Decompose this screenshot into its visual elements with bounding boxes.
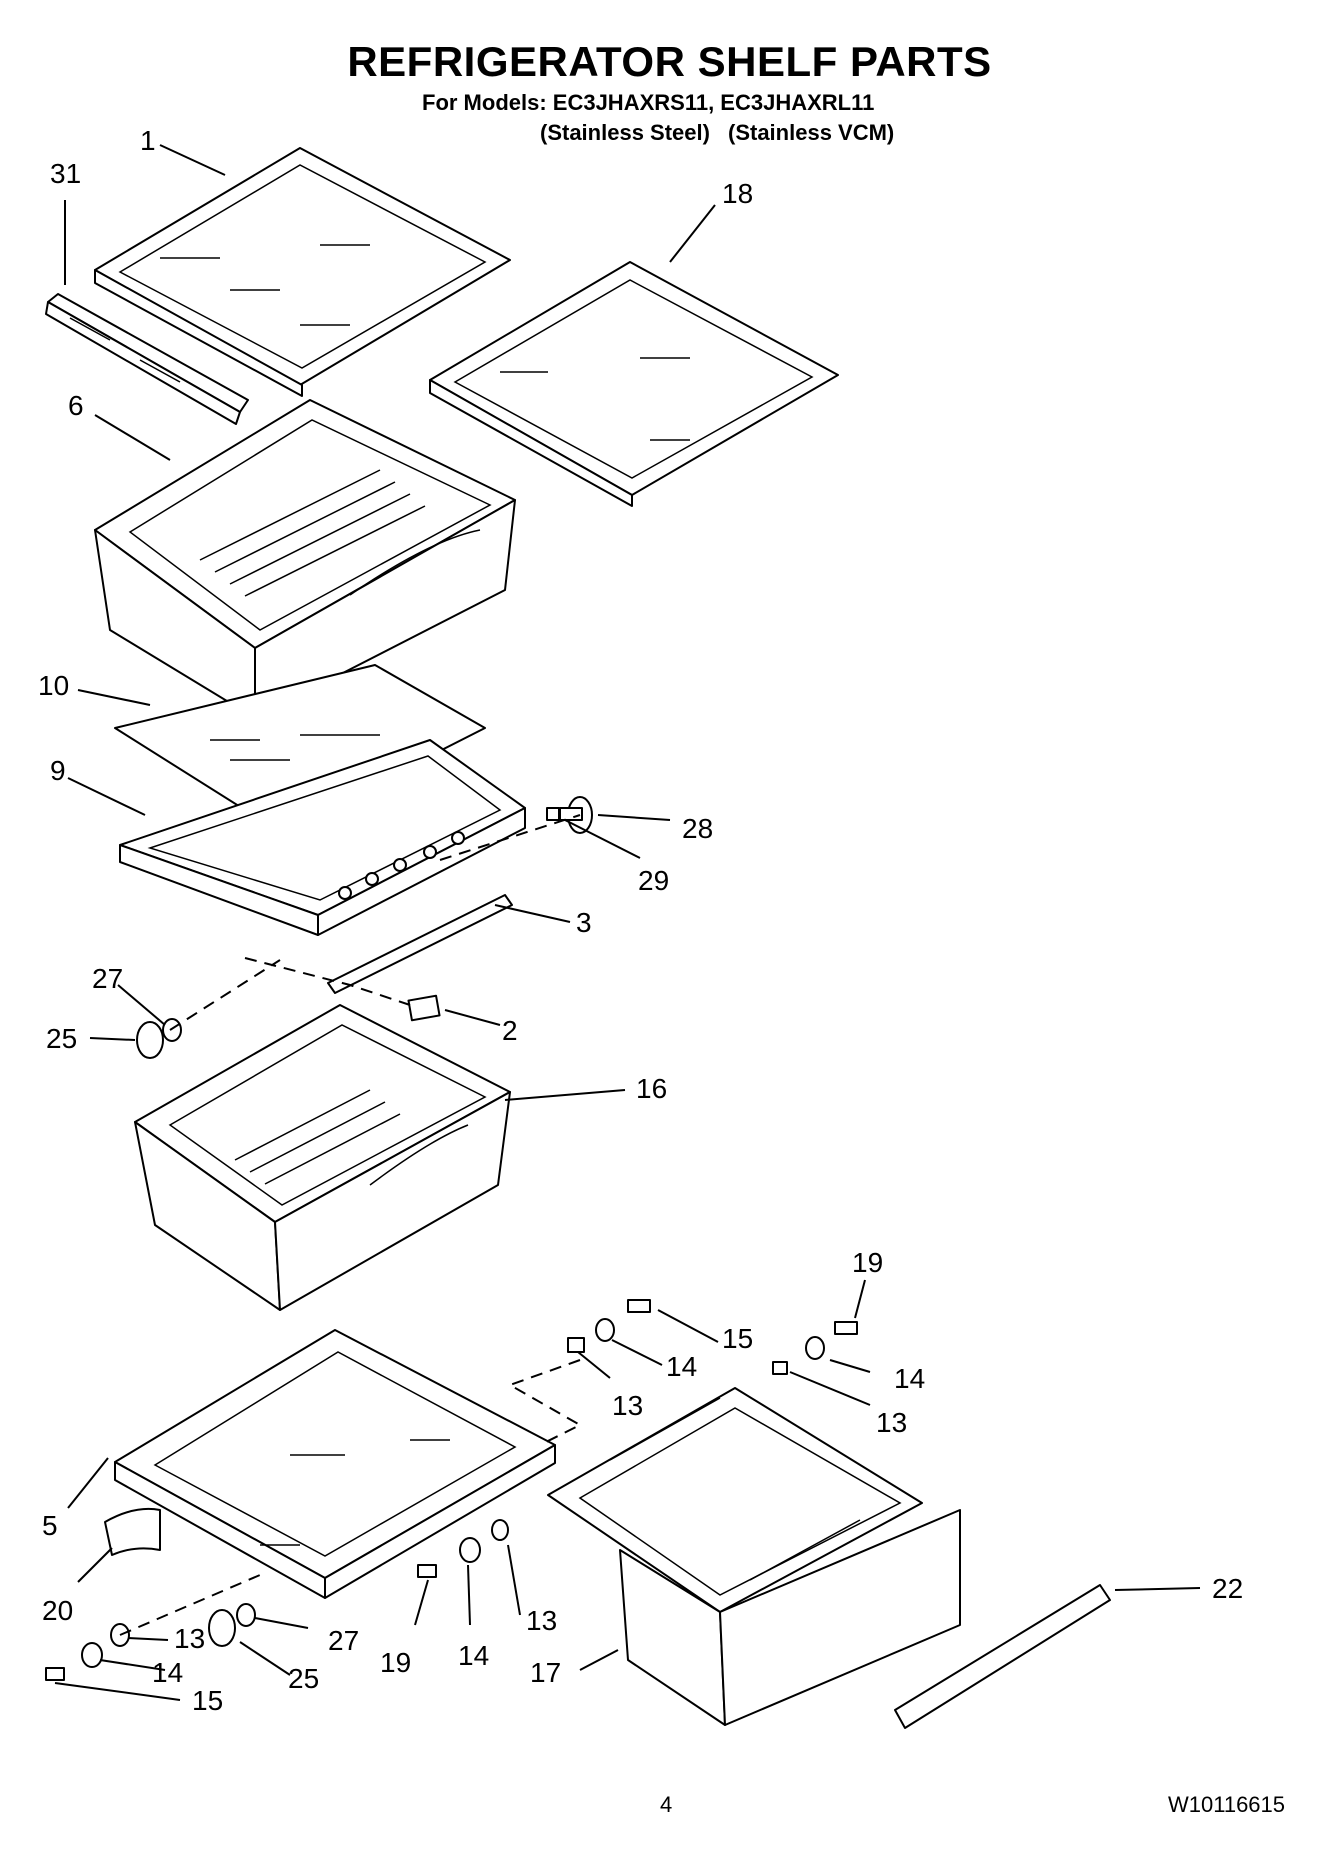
part-18-glass-shelf	[429, 261, 839, 507]
callout-6: 6	[68, 390, 84, 421]
part-3-rail	[327, 894, 513, 994]
callout-25: 25	[288, 1663, 319, 1694]
callout-19: 19	[852, 1247, 883, 1278]
page-title: REFRIGERATOR SHELF PARTS	[347, 38, 992, 85]
callout-31: 31	[50, 158, 81, 189]
callout-5: 5	[42, 1510, 58, 1541]
part-25-27-roller-assembly	[136, 1018, 182, 1059]
callout-20: 20	[42, 1595, 73, 1626]
part-28-roller	[559, 796, 593, 834]
part-1-glass-shelf	[94, 147, 511, 397]
callout-15: 15	[722, 1323, 753, 1354]
callout-22: 22	[1212, 1573, 1243, 1604]
callout-3: 3	[576, 907, 592, 938]
callout-13: 13	[612, 1390, 643, 1421]
part-29-screw	[546, 807, 560, 821]
callout-10: 10	[38, 670, 69, 701]
callout-14: 14	[894, 1363, 925, 1394]
page-number: 4	[660, 1792, 673, 1817]
callout-14: 14	[152, 1657, 183, 1688]
callout-19: 19	[380, 1647, 411, 1678]
callout-27: 27	[92, 963, 123, 994]
callout-13: 13	[526, 1605, 557, 1636]
fastener-group-lower-left	[45, 1603, 256, 1681]
callout-17: 17	[530, 1657, 561, 1688]
document-id: W10116615	[1168, 1792, 1286, 1817]
callout-13: 13	[174, 1623, 205, 1654]
callout-29: 29	[638, 865, 669, 896]
part-16-crisper-drawer	[134, 1004, 511, 1311]
callout-28: 28	[682, 813, 713, 844]
part-10-glass-insert	[114, 664, 486, 833]
callout-14: 14	[666, 1351, 697, 1382]
callout-25: 25	[46, 1023, 77, 1054]
part-31-shelf-bracket	[45, 293, 249, 425]
fastener-group-lower-right	[417, 1519, 509, 1578]
callout-13: 13	[876, 1407, 907, 1438]
part-17-meat-pan-drawer	[547, 1387, 961, 1726]
fastener-group-upper	[567, 1299, 858, 1375]
part-22-handle-trim	[894, 1584, 1111, 1729]
callout-2: 2	[502, 1015, 518, 1046]
part-6-crisper-drawer	[94, 399, 516, 719]
part-9-crisper-cover-frame	[119, 739, 526, 936]
variant-stainless-steel: (Stainless Steel)	[540, 120, 710, 145]
part-5-meat-pan-cover	[114, 1329, 556, 1599]
callout-27: 27	[328, 1625, 359, 1656]
part-2-clip	[407, 994, 441, 1022]
callout-1: 1	[140, 125, 156, 156]
callout-18: 18	[722, 178, 753, 209]
models-line: For Models: EC3JHAXRS11, EC3JHAXRL11	[422, 90, 875, 115]
callout-9: 9	[50, 755, 66, 786]
callout-16: 16	[636, 1073, 667, 1104]
part-20-cover-trim	[104, 1507, 161, 1556]
callout-15: 15	[192, 1685, 223, 1716]
callout-14: 14	[458, 1640, 489, 1671]
variant-stainless-vcm: (Stainless VCM)	[728, 120, 895, 145]
